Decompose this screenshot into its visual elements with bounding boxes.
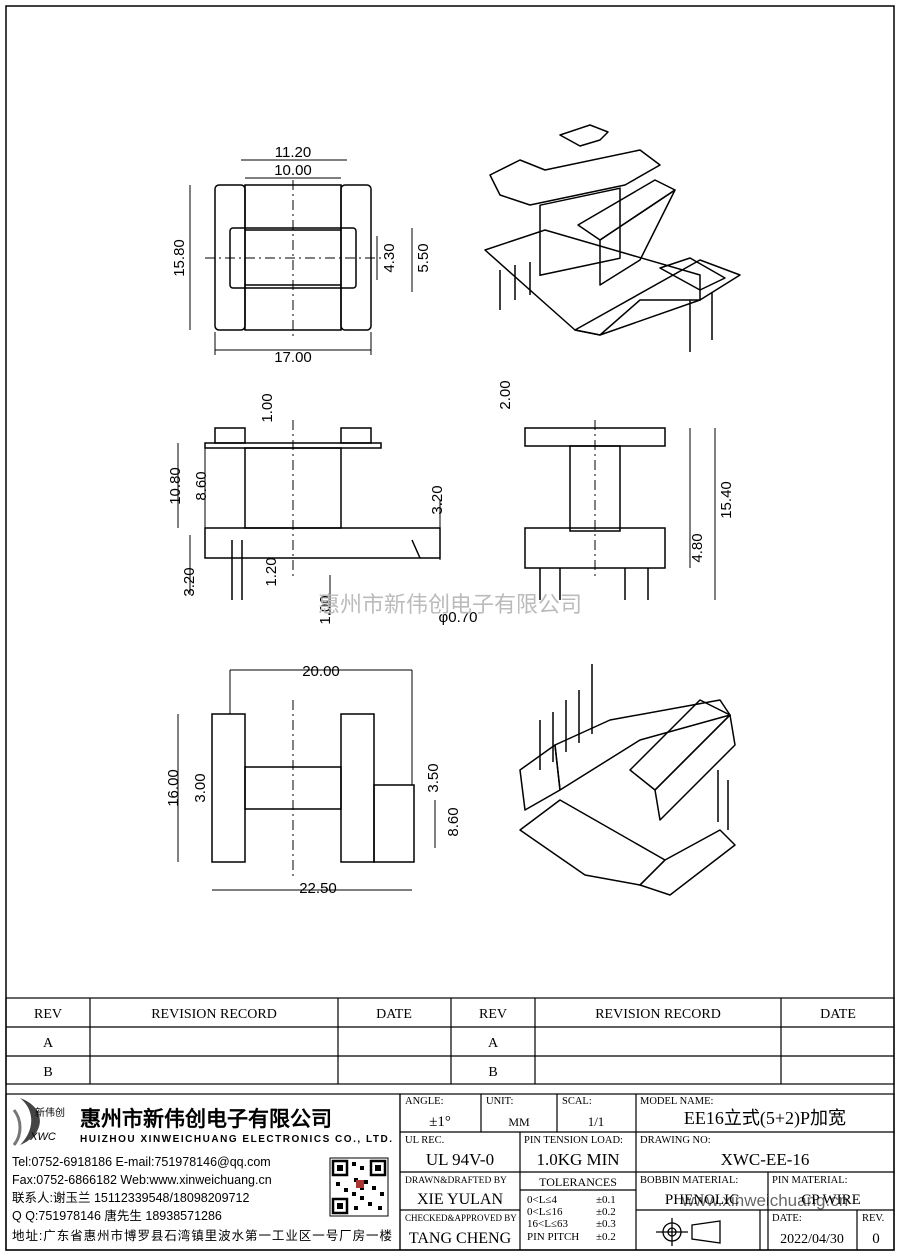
revision-table-row: B B — [43, 1065, 497, 1080]
revision-record-header: REVISION RECORD — [595, 1007, 721, 1022]
company-logo: 新伟创 XWC — [12, 1098, 65, 1146]
tolerance-range: 0<L≤4 — [527, 1194, 557, 1206]
tolerance-value: ±0.2 — [596, 1206, 616, 1218]
dim-side-pin-len: 3.20 — [181, 567, 198, 596]
dim-side-pin-off: 1.20 — [263, 557, 280, 586]
tolerance-value: ±0.2 — [596, 1231, 616, 1243]
tolerance-value: ±0.3 — [596, 1218, 616, 1230]
ul-value: UL 94V-0 — [426, 1150, 494, 1169]
bobbin-material-value: PHENOLIC — [665, 1192, 739, 1208]
company-name-cn: 惠州市新伟创电子有限公司 — [80, 1107, 332, 1131]
scale-label: SCAL: — [562, 1096, 592, 1107]
revision-record-header: REVISION RECORD — [151, 1007, 277, 1022]
drawing-no-value: XWC-EE-16 — [721, 1150, 810, 1169]
tolerance-range: 16<L≤63 — [527, 1218, 568, 1230]
drawing-no-label: DRAWING NO: — [640, 1135, 711, 1146]
logo-abbr: XWC — [29, 1131, 56, 1143]
rev-cell: B — [488, 1065, 497, 1080]
tolerances-list: 0<L≤4 ±0.1 0<L≤16 ±0.2 16<L≤63 ±0.3 PIN … — [527, 1194, 616, 1243]
company-address: 地址:广东省惠州市博罗县石湾镇里波水第一工业区一号厂房一楼 — [12, 1228, 392, 1243]
title-block-values: ±1° MM 1/1 EE16立式(5+2)P加宽 UL 94V-0 1.0KG… — [409, 1108, 880, 1247]
rev-header: REV — [479, 1007, 507, 1022]
date-label: DATE: — [772, 1213, 802, 1224]
tolerance-range: 0<L≤16 — [527, 1206, 563, 1218]
dim-side-base: 3.20 — [429, 485, 446, 514]
bottom-view — [177, 669, 436, 891]
dim-bottom-span-right: 8.60 — [445, 807, 462, 836]
model-value: EE16立式(5+2)P加宽 — [684, 1108, 846, 1129]
tolerance-range: PIN PITCH — [527, 1231, 579, 1243]
pin-material-value: CP WIRE — [801, 1192, 861, 1208]
date-header: DATE — [820, 1007, 856, 1022]
title-block-labels: ANGLE: UNIT: SCAL: MODEL NAME: UL REC. P… — [405, 1096, 884, 1224]
ul-label: UL REC. — [405, 1135, 444, 1146]
drawn-label: DRAWN&DRAFTED BY — [405, 1176, 507, 1186]
pin-tension-value: 1.0KG MIN — [536, 1150, 619, 1169]
dim-top-w-outer: 11.20 — [275, 144, 311, 161]
dim-top-slot-b: 5.50 — [415, 243, 432, 272]
tolerance-value: ±0.1 — [596, 1194, 616, 1206]
dim-bottom-pitch-right: 3.50 — [425, 763, 442, 792]
dim-top-slot-a: 4.30 — [381, 243, 398, 272]
dim-bottom-width: 20.00 — [302, 663, 340, 680]
unit-value: MM — [508, 1115, 530, 1129]
isometric-view-top — [484, 124, 741, 352]
company-fax: Fax:0752-6866182 Web:www.xinweichuang.cn — [12, 1173, 272, 1187]
dim-top-width-total: 17.00 — [274, 349, 312, 366]
pin-tension-label: PIN TENSION LOAD: — [524, 1135, 623, 1146]
top-view — [189, 159, 413, 355]
rev-value: 0 — [872, 1231, 880, 1247]
revision-table-grid — [5, 997, 895, 1085]
dim-side-h-total: 10.80 — [167, 467, 184, 505]
title-block-grid — [399, 1093, 895, 1251]
side-view — [177, 420, 441, 615]
rev-cell: A — [488, 1036, 499, 1051]
dim-bottom-width-total: 22.50 — [299, 880, 337, 897]
company-contact: 联系人:谢玉兰 15112339548/18098209712 — [12, 1190, 249, 1205]
dim-front-top: 2.00 — [497, 380, 514, 409]
company-block: 新伟创 XWC 惠州市新伟创电子有限公司 HUIZHOU XINWEICHUAN… — [5, 1093, 401, 1251]
dim-bottom-pitch-left: 3.00 — [192, 773, 209, 802]
bobbin-material-label: BOBBIN MATERIAL: — [640, 1175, 738, 1186]
model-label: MODEL NAME: — [640, 1096, 713, 1107]
dim-front-height: 15.40 — [718, 481, 735, 519]
date-header: DATE — [376, 1007, 412, 1022]
drawn-value: XIE YULAN — [417, 1191, 504, 1208]
dim-side-h-body: 8.60 — [193, 471, 210, 500]
dim-bottom-height: 16.00 — [165, 769, 182, 807]
dim-side-flange: 1.00 — [259, 393, 276, 422]
isometric-view-bottom — [519, 664, 736, 896]
projection-symbol-icon — [656, 1218, 721, 1246]
angle-value: ±1° — [429, 1114, 451, 1130]
checked-value: TANG CHENG — [409, 1230, 512, 1247]
tolerances-label: TOLERANCES — [539, 1175, 617, 1189]
rev-label: REV. — [862, 1213, 884, 1224]
scale-value: 1/1 — [588, 1114, 605, 1129]
dim-top-height: 15.80 — [171, 239, 188, 277]
revision-table-row: A A — [43, 1036, 499, 1051]
company-tel: Tel:0752-6918186 E-mail:751978146@qq.com — [12, 1155, 271, 1169]
qr-code — [329, 1157, 389, 1217]
rev-cell: B — [43, 1065, 52, 1080]
watermark: 惠州市新伟创电子有限公司 — [318, 593, 582, 618]
revision-table-header: REV REVISION RECORD DATE REV REVISION RE… — [34, 1007, 856, 1022]
pin-material-label: PIN MATERIAL: — [772, 1175, 848, 1186]
date-value: 2022/04/30 — [780, 1232, 844, 1247]
angle-label: ANGLE: — [405, 1096, 444, 1107]
logo-text: 新伟创 — [35, 1106, 65, 1119]
unit-label: UNIT: — [486, 1096, 514, 1107]
dim-front-base: 4.80 — [689, 533, 706, 562]
watermark-url: www.xinweichuang.cn — [681, 1191, 848, 1210]
company-name-en: HUIZHOU XINWEICHUANG ELECTRONICS CO., LT… — [80, 1134, 392, 1145]
rev-header: REV — [34, 1007, 62, 1022]
dim-side-pin-step: 1.00 — [317, 595, 334, 624]
company-qq: Q Q:751978146 唐先生 18938571286 — [12, 1208, 222, 1223]
dim-side-pin-dia: φ0.70 — [439, 609, 478, 626]
rev-cell: A — [43, 1036, 54, 1051]
dim-top-w-inner: 10.00 — [274, 162, 312, 179]
front-view — [524, 420, 716, 600]
checked-label: CHECKED&APPROVED BY — [405, 1213, 517, 1223]
